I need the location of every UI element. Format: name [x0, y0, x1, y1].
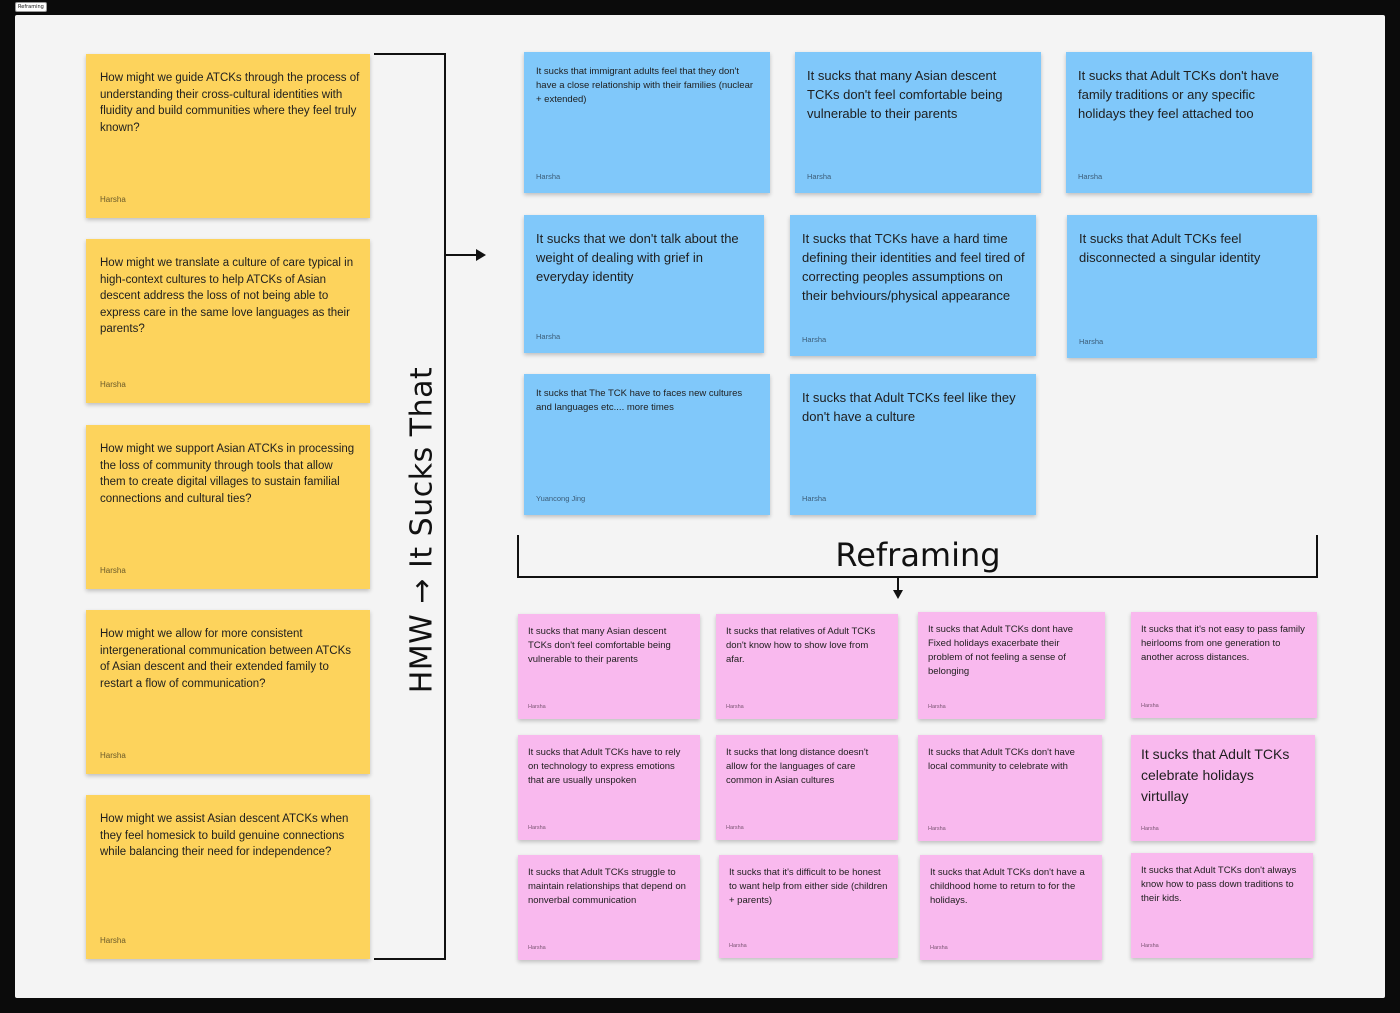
- pink-note-5[interactable]: It sucks that Adult TCKs have to rely on…: [518, 735, 700, 840]
- reframing-title: Reframing: [827, 536, 1009, 574]
- pink-note-7[interactable]: It sucks that Adult TCKs don't have loca…: [918, 735, 1102, 841]
- blue-note-2[interactable]: It sucks that many Asian descent TCKs do…: [795, 52, 1041, 193]
- note-author: Harsha: [1141, 703, 1159, 709]
- note-text: It sucks that Adult TCKs have to rely on…: [528, 747, 681, 786]
- note-author: Harsha: [536, 332, 561, 341]
- note-author: Harsha: [528, 945, 546, 951]
- note-author: Harsha: [928, 704, 946, 710]
- note-text: How might we support Asian ATCKs in proc…: [100, 443, 355, 505]
- note-text: It sucks that immigrant adults feel that…: [536, 66, 754, 105]
- bracket-top: [374, 53, 446, 55]
- note-author: Harsha: [1079, 337, 1104, 346]
- pink-note-1[interactable]: It sucks that many Asian descent TCKs do…: [518, 614, 700, 719]
- reframe-arrow-line: [897, 578, 899, 592]
- pink-note-9[interactable]: It sucks that Adult TCKs struggle to mai…: [518, 855, 700, 960]
- arrow-head-icon: [476, 249, 486, 261]
- note-text: It sucks that Adult TCKs struggle to mai…: [528, 867, 686, 906]
- note-text: It sucks that The TCK have to faces new …: [536, 388, 743, 413]
- note-text: It sucks that many Asian descent TCKs do…: [807, 68, 1003, 121]
- hmw-note-2[interactable]: How might we translate a culture of care…: [86, 239, 370, 403]
- note-author: Harsha: [100, 566, 126, 575]
- note-author: Harsha: [930, 945, 948, 951]
- note-text: It sucks that we don't talk about the we…: [536, 231, 739, 284]
- note-text: It sucks that TCKs have a hard time defi…: [802, 231, 1025, 303]
- note-text: How might we translate a culture of care…: [100, 257, 354, 335]
- note-text: How might we guide ATCKs through the pro…: [100, 72, 360, 134]
- note-author: Harsha: [100, 936, 126, 945]
- pink-note-6[interactable]: It sucks that long distance doesn't allo…: [716, 735, 898, 840]
- note-text: It sucks that many Asian descent TCKs do…: [528, 626, 671, 665]
- blue-note-7[interactable]: It sucks that The TCK have to faces new …: [524, 374, 770, 515]
- note-author: Harsha: [802, 335, 827, 344]
- hmw-note-4[interactable]: How might we allow for more consistent i…: [86, 610, 370, 774]
- blue-note-3[interactable]: It sucks that Adult TCKs don't have fami…: [1066, 52, 1312, 193]
- pink-note-2[interactable]: It sucks that relatives of Adult TCKs do…: [716, 614, 898, 719]
- bracket-bottom: [374, 958, 446, 960]
- blue-note-5[interactable]: It sucks that TCKs have a hard time defi…: [790, 215, 1036, 356]
- hmw-note-5[interactable]: How might we assist Asian descent ATCKs …: [86, 795, 370, 959]
- hmw-note-1[interactable]: How might we guide ATCKs through the pro…: [86, 54, 370, 218]
- note-text: It sucks that relatives of Adult TCKs do…: [726, 626, 876, 665]
- note-text: It sucks that Adult TCKs feel disconnect…: [1079, 231, 1261, 265]
- note-text: How might we allow for more consistent i…: [100, 628, 352, 690]
- note-text: It sucks that it's not easy to pass fami…: [1141, 624, 1305, 663]
- note-author: Harsha: [528, 704, 546, 710]
- note-author: Harsha: [726, 704, 744, 710]
- note-text: It sucks that long distance doesn't allo…: [726, 747, 869, 786]
- pink-note-10[interactable]: It sucks that it's difficult to be hones…: [719, 855, 898, 958]
- note-text: It sucks that Adult TCKs dont have Fixed…: [928, 624, 1074, 677]
- pink-note-12[interactable]: It sucks that Adult TCKs don't always kn…: [1131, 853, 1313, 958]
- note-author: Harsha: [1078, 172, 1103, 181]
- note-author: Harsha: [528, 825, 546, 831]
- pink-note-8[interactable]: It sucks that Adult TCKs celebrate holid…: [1131, 735, 1315, 841]
- note-author: Harsha: [928, 826, 946, 832]
- note-text: It sucks that it's difficult to be hones…: [729, 867, 888, 906]
- hmw-note-3[interactable]: How might we support Asian ATCKs in proc…: [86, 425, 370, 589]
- blue-note-8[interactable]: It sucks that Adult TCKs feel like they …: [790, 374, 1036, 515]
- reframe-bracket-right: [1316, 535, 1318, 578]
- reframe-bracket-left: [517, 535, 519, 578]
- pink-note-4[interactable]: It sucks that it's not easy to pass fami…: [1131, 612, 1317, 718]
- note-text: It sucks that Adult TCKs feel like they …: [802, 390, 1016, 424]
- blue-note-1[interactable]: It sucks that immigrant adults feel that…: [524, 52, 770, 193]
- note-text: It sucks that Adult TCKs don't always kn…: [1141, 865, 1297, 904]
- frame-label[interactable]: Reframing: [15, 2, 47, 12]
- arrow-line: [446, 254, 478, 256]
- note-author: Harsha: [536, 172, 561, 181]
- note-author: Harsha: [729, 943, 747, 949]
- pink-note-3[interactable]: It sucks that Adult TCKs dont have Fixed…: [918, 612, 1105, 719]
- note-author: Harsha: [1141, 826, 1159, 832]
- note-text: It sucks that Adult TCKs don't have a ch…: [930, 867, 1085, 906]
- note-author: Yuancong Jing: [536, 494, 586, 503]
- blue-note-6[interactable]: It sucks that Adult TCKs feel disconnect…: [1067, 215, 1317, 358]
- down-arrow-icon: [893, 590, 903, 599]
- hmw-to-it-sucks-that-label: HMW → It Sucks That: [404, 366, 440, 694]
- bracket-spine: [444, 53, 446, 960]
- note-author: Harsha: [1141, 943, 1159, 949]
- note-author: Harsha: [100, 195, 126, 204]
- note-text: It sucks that Adult TCKs celebrate holid…: [1141, 746, 1290, 804]
- note-author: Harsha: [807, 172, 832, 181]
- note-author: Harsha: [802, 494, 827, 503]
- note-text: It sucks that Adult TCKs don't have loca…: [928, 747, 1075, 772]
- note-author: Harsha: [100, 380, 126, 389]
- note-text: How might we assist Asian descent ATCKs …: [100, 813, 349, 858]
- pink-note-11[interactable]: It sucks that Adult TCKs don't have a ch…: [920, 855, 1102, 960]
- reframe-bracket-bottom: [517, 576, 1318, 578]
- note-text: It sucks that Adult TCKs don't have fami…: [1078, 68, 1279, 121]
- note-author: Harsha: [100, 751, 126, 760]
- note-author: Harsha: [726, 825, 744, 831]
- blue-note-4[interactable]: It sucks that we don't talk about the we…: [524, 215, 764, 353]
